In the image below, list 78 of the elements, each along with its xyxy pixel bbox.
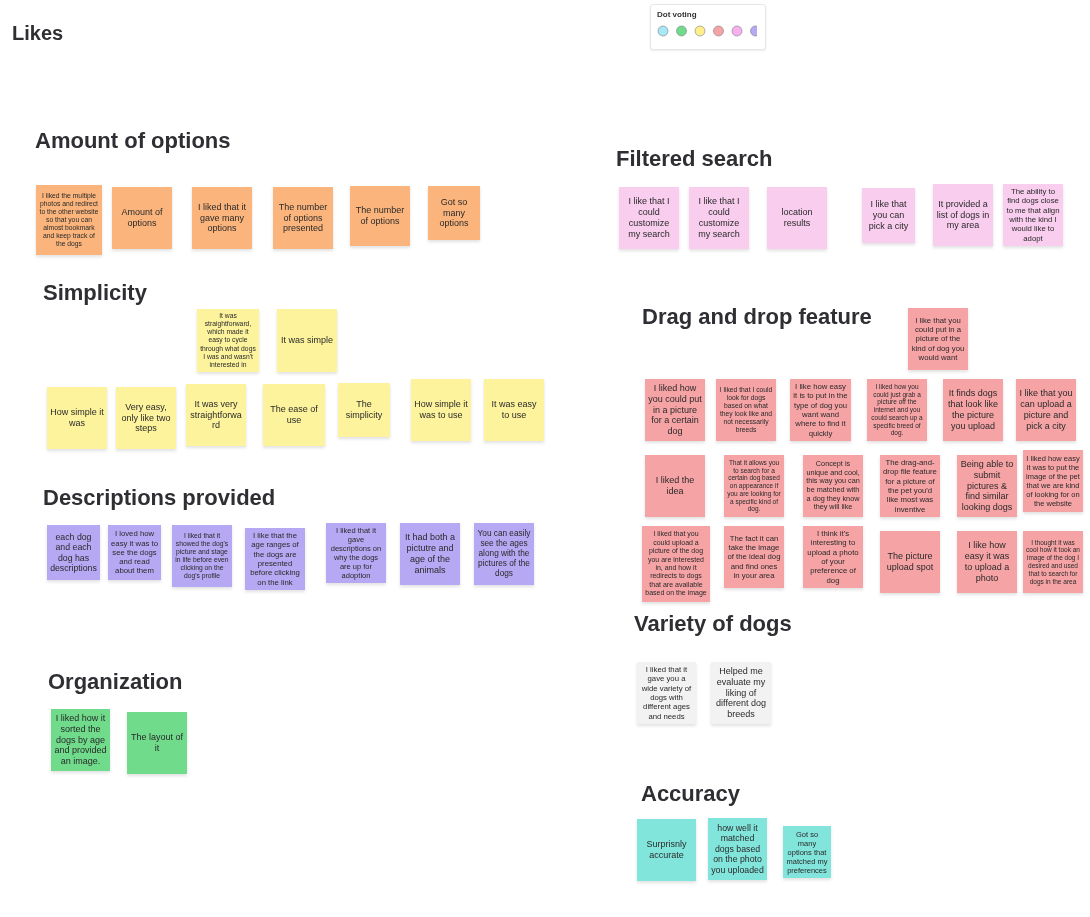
- section-heading: Organization: [48, 669, 183, 695]
- sticky-note: [428, 186, 480, 240]
- note-text: The ease of use: [269, 404, 319, 426]
- note-text: How simple it was to use: [414, 399, 468, 421]
- section-heading: Amount of options: [35, 128, 231, 154]
- note-text: The simplicity: [344, 399, 384, 421]
- sticky-note: [192, 187, 252, 249]
- section-heading: Filtered search: [616, 146, 773, 172]
- note-text: It finds dogs that look like the picture you upload: [947, 388, 999, 432]
- sticky-note: [112, 187, 172, 249]
- sticky-note: [277, 309, 337, 372]
- note-text: I liked how it sorted the dogs by age and provided an image.: [54, 713, 107, 767]
- sticky-note: [689, 187, 749, 249]
- note-text: It was very straightforward: [189, 398, 243, 432]
- note-text: Being able to submit pictures & find similar looking dogs: [960, 459, 1014, 513]
- sticky-note: [273, 187, 333, 249]
- section-heading: Variety of dogs: [634, 611, 792, 637]
- sticky-note: [908, 308, 968, 370]
- sticky-note: [619, 187, 679, 249]
- dot-voting-panel: [650, 4, 766, 50]
- sticky-note: [724, 526, 784, 588]
- sticky-note: [943, 379, 1003, 441]
- note-text: Very easy, only like two steps: [120, 401, 172, 435]
- note-text: I like that you can upload a picture and pick a city: [1019, 388, 1073, 432]
- section-heading: Simplicity: [43, 280, 147, 306]
- sticky-note: [767, 187, 827, 249]
- note-text: It provided a list of dogs in my area: [936, 198, 990, 232]
- section-heading: Likes: [12, 22, 64, 45]
- sticky-note: [36, 185, 102, 255]
- note-text: I like that I could customize my search: [627, 196, 671, 240]
- note-text: I liked how you could put in a picture for a certain dog: [648, 383, 702, 437]
- note-text: How simple it was: [50, 407, 104, 429]
- sticky-note: [645, 455, 705, 517]
- note-text: I like that you can pick a city: [867, 199, 910, 232]
- section-heading: Accuracy: [641, 781, 741, 807]
- note-text: You can easily see the ages along with the pictures of the dogs: [477, 529, 531, 579]
- note-text: I liked the idea: [654, 475, 696, 497]
- note-text: each dog and each dog has descriptions: [50, 531, 97, 574]
- sticky-note: [484, 379, 544, 441]
- sticky-note: [127, 712, 187, 774]
- sticky-note: [400, 523, 460, 585]
- sticky-note: [1016, 379, 1076, 441]
- sticky-note: [350, 186, 410, 246]
- section-heading: Drag and drop feature: [642, 304, 872, 330]
- note-text: Amount of options: [120, 207, 164, 229]
- sticky-note: [186, 384, 246, 446]
- sticky-note: [933, 184, 993, 246]
- note-text: The picture upload spot: [885, 551, 935, 573]
- note-text: I like that I could customize my search: [697, 196, 741, 240]
- sticky-note: [880, 531, 940, 593]
- sticky-note: [47, 387, 107, 449]
- note-text: It had both a pictutre and age of the animals: [403, 532, 456, 576]
- note-text: I liked that it gave many options: [197, 201, 247, 235]
- sticky-note: [47, 525, 100, 580]
- sticky-note: [411, 379, 471, 441]
- note-text: Got so many options: [438, 196, 470, 230]
- note-text: It was easy to use: [490, 399, 538, 421]
- sticky-note: [263, 384, 325, 446]
- panel-title: Dot voting: [657, 10, 698, 19]
- sticky-note: [862, 188, 915, 243]
- note-text: The number of options presented: [277, 201, 329, 235]
- note-text: Helped me evaluate my liking of different dog breeds: [715, 666, 767, 720]
- note-text: I like how easy it was to upload a photo: [963, 540, 1011, 584]
- note-text: location results: [780, 207, 814, 229]
- sticky-note: [637, 819, 696, 881]
- sticky-note: [957, 531, 1017, 593]
- sticky-note: [1023, 531, 1083, 593]
- sticky-note: [338, 383, 390, 437]
- section-heading: Descriptions provided: [43, 485, 276, 511]
- sticky-note: [474, 523, 534, 585]
- note-text: how well it matched dogs based on the photo you uploaded: [711, 822, 764, 876]
- sticky-note: [116, 387, 176, 449]
- note-text: The layout of it: [130, 732, 184, 754]
- note-text: It was simple: [281, 335, 333, 346]
- note-text: The number of options: [354, 205, 406, 227]
- note-text: Surprisnly accurate: [645, 839, 688, 861]
- sticky-note: [716, 379, 776, 441]
- sticky-note: [172, 525, 232, 587]
